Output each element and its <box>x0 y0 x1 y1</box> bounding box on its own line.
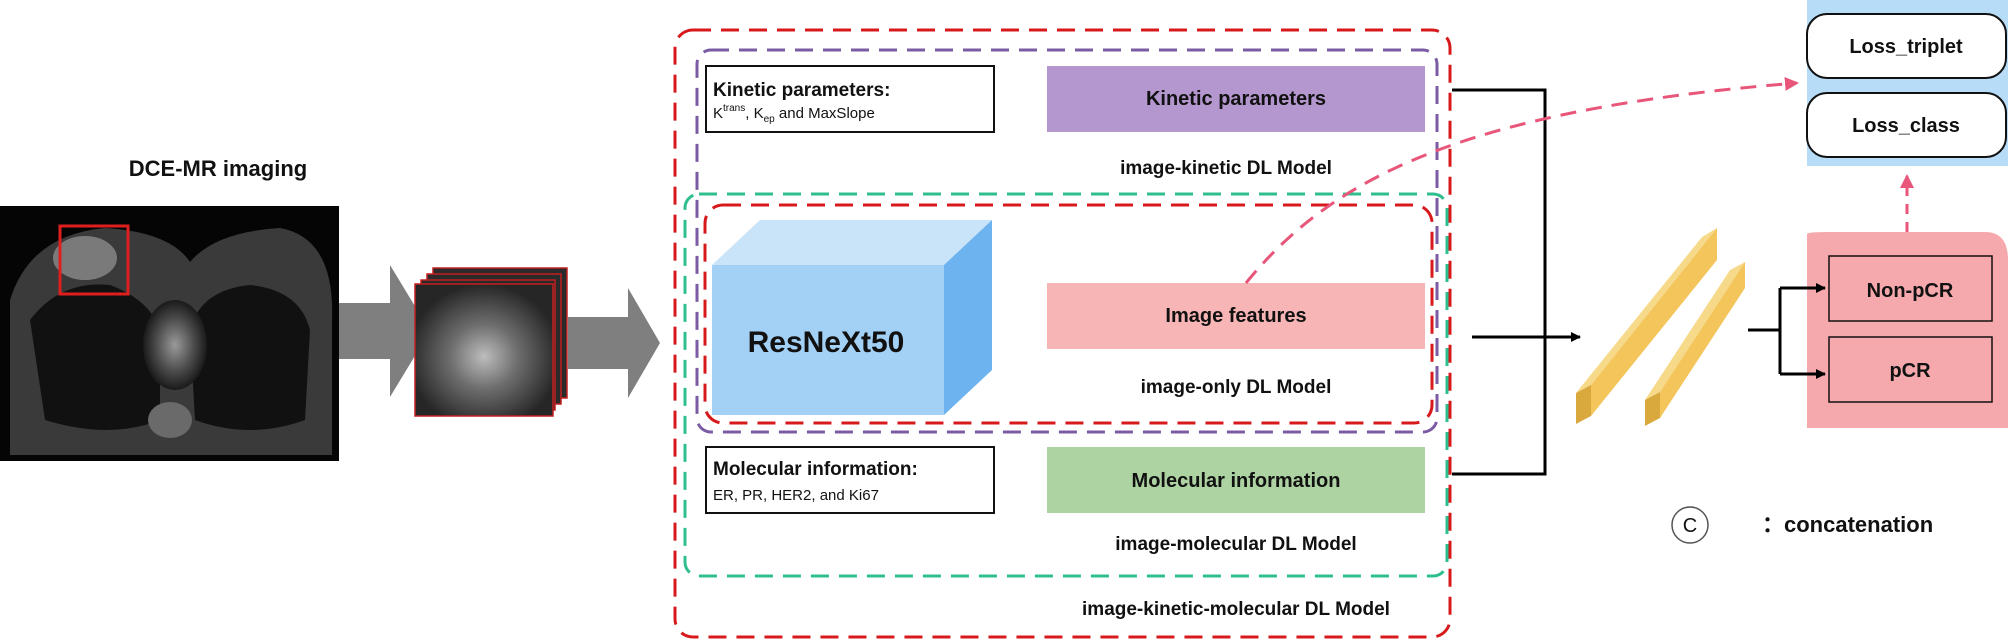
dense-layers <box>1576 228 1745 426</box>
image-only-model-label: image-only DL Model <box>1141 377 1332 398</box>
resnext-block: ResNeXt50 <box>712 220 992 415</box>
kinetic-feature-bar <box>1047 66 1425 132</box>
image-feature-label: Image features <box>1165 305 1306 327</box>
molecular-feature-label: Molecular information <box>1132 470 1341 492</box>
pcr-label: pCR <box>1889 360 1931 382</box>
flow-arrow-1 <box>339 265 430 397</box>
kinetic-model-frame <box>695 48 1439 434</box>
legend-symbol: C <box>1683 515 1697 537</box>
backbone-label: ResNeXt50 <box>748 326 905 359</box>
loss-panel: Loss_triplet Loss_class <box>1806 0 2008 166</box>
kinetic-input-list: Ktrans, Kep and MaxSlope <box>713 103 875 125</box>
molecular-model-frame <box>683 192 1449 578</box>
loss-triplet-label: Loss_triplet <box>1849 36 1963 58</box>
combined-model-label: image-kinetic-molecular DL Model <box>1082 599 1390 620</box>
kinetic-input-title: Kinetic parameters: <box>713 80 890 101</box>
molecular-input-list: ER, PR, HER2, and Ki67 <box>713 487 879 504</box>
legend: C ：concatenation <box>1671 506 1933 544</box>
output-panel: Non-pCR pCR <box>1807 232 2008 428</box>
flow-arrow-2 <box>568 288 660 398</box>
kinetic-model-label: image-kinetic DL Model <box>1120 158 1332 179</box>
loss-class-label: Loss_class <box>1852 115 1960 137</box>
molecular-input-title: Molecular information: <box>713 459 918 480</box>
molecular-input-box: Molecular information: ER, PR, HER2, and… <box>705 446 995 514</box>
output-branch-arrows <box>1748 283 1826 379</box>
molecular-feature-bar <box>1047 447 1425 513</box>
input-title: DCE-MR imaging <box>129 156 307 181</box>
image-feature-bar <box>1047 283 1425 349</box>
concat-connector <box>1452 88 1581 476</box>
non-pcr-label: Non-pCR <box>1867 280 1954 302</box>
kinetic-input-box: Kinetic parameters: Ktrans, Kep and MaxS… <box>705 65 995 133</box>
legend-text: ：concatenation <box>1762 512 1933 537</box>
triplet-link-arrow <box>1244 76 1799 284</box>
roi-stack <box>414 267 568 417</box>
combined-model-frame <box>673 28 1452 639</box>
kinetic-feature-label: Kinetic parameters <box>1146 88 1326 110</box>
image-only-model-frame <box>703 203 1434 425</box>
molecular-model-label: image-molecular DL Model <box>1115 534 1356 555</box>
mri-image <box>0 206 339 461</box>
